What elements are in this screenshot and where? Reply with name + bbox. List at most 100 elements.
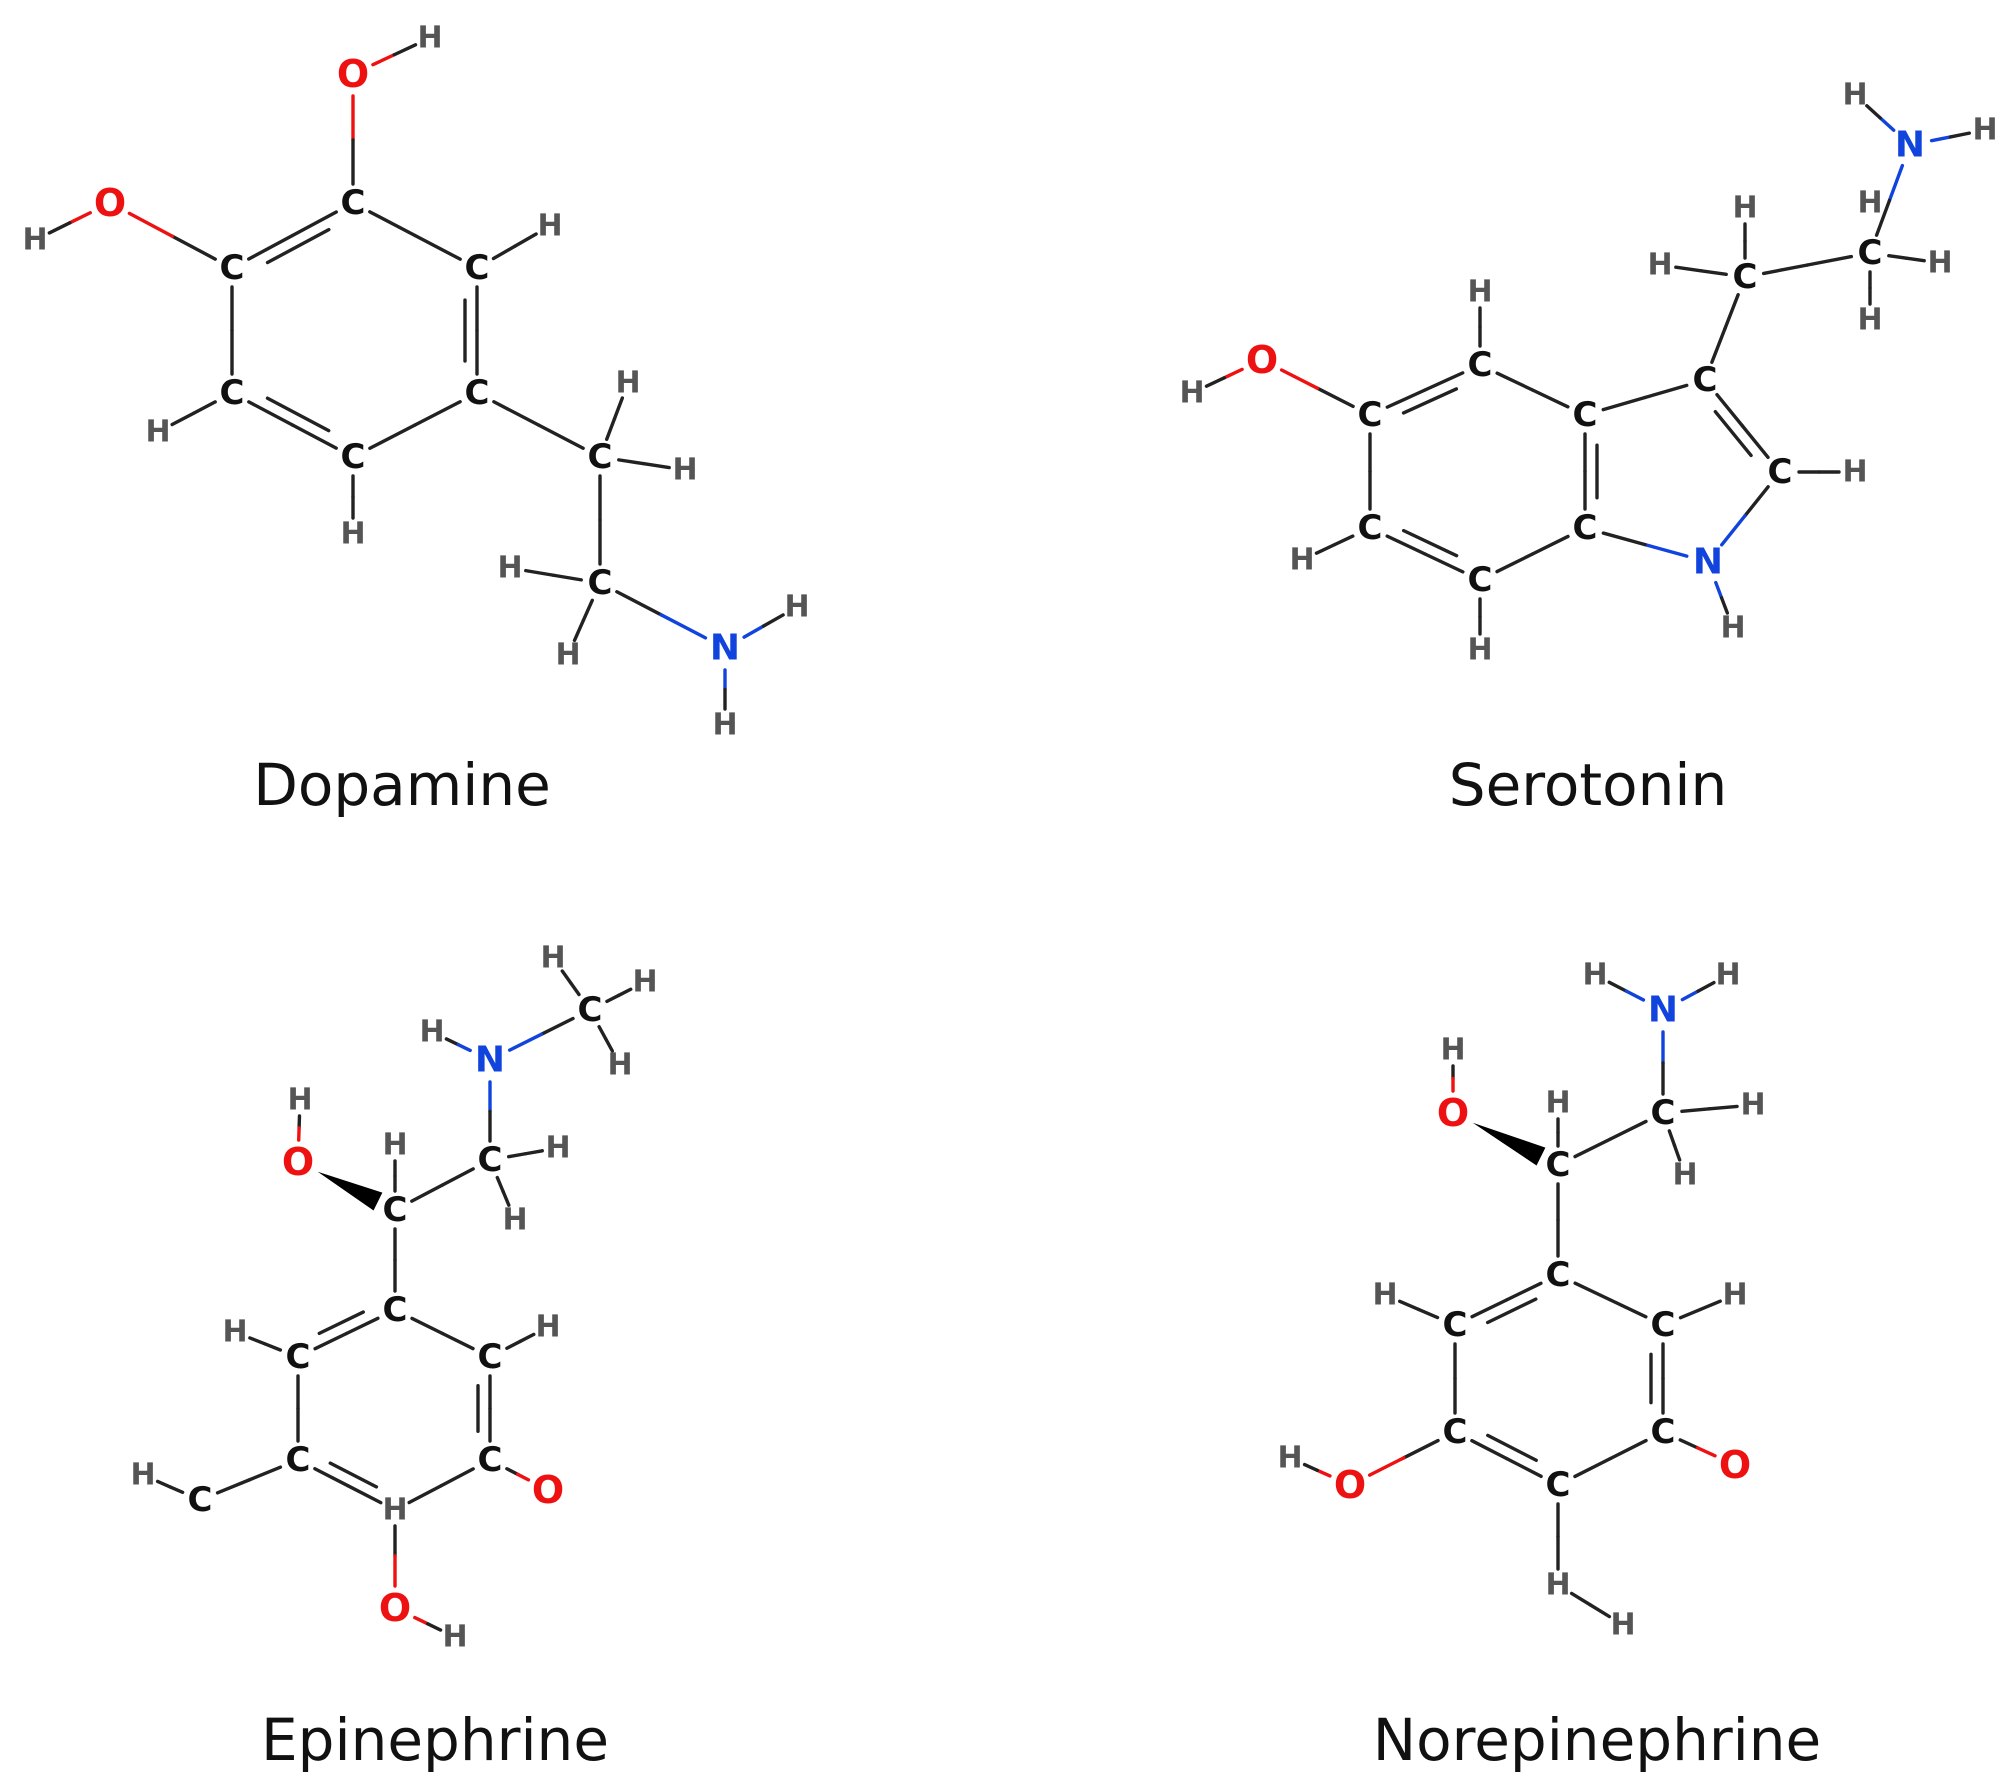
epinephrine-atom-h: H (222, 1315, 247, 1350)
epinephrine-atom-c: C (383, 1290, 408, 1330)
norepinephrine-atom-o: O (1437, 1091, 1469, 1135)
serotonin-atom-c: C (1468, 345, 1493, 385)
dopamine-bond (513, 232, 538, 248)
dopamine-bond (413, 400, 462, 427)
dopamine-bond (581, 598, 594, 623)
serotonin-atom-h: H (1179, 376, 1204, 411)
epinephrine-atom-h: H (545, 1131, 570, 1166)
norepinephrine-bond (1302, 1462, 1319, 1472)
epinephrine-atom-h: H (502, 1203, 527, 1238)
dopamine-atom-h: H (145, 415, 170, 450)
epinephrine-bond (523, 1149, 544, 1156)
serotonin-bond (1874, 198, 1892, 237)
dopamine-bond (615, 590, 663, 617)
serotonin-atom-h: H (1732, 191, 1757, 226)
serotonin-bond (1743, 485, 1770, 518)
norepinephrine-atom-n: N (1648, 990, 1678, 1031)
norepinephrine-atom-c: C (1546, 1255, 1571, 1295)
serotonin-bond (1878, 116, 1896, 132)
serotonin-bond (1530, 388, 1570, 409)
dopamine-atom-c: C (465, 248, 490, 288)
norepinephrine-bond (1573, 1281, 1613, 1302)
serotonin-bond (1423, 371, 1465, 392)
norepinephrine-atom-h: H (1277, 1441, 1302, 1476)
serotonin-atom-h: H (1842, 455, 1867, 490)
epinephrine-bond (507, 1152, 528, 1159)
serotonin-bond (1929, 135, 1953, 143)
serotonin-atom-h: H (1720, 611, 1745, 646)
dopamine-bond (127, 211, 175, 238)
serotonin-bond (1887, 163, 1905, 203)
dopamine-bond (742, 624, 766, 639)
dopamine-atom-h: H (615, 366, 640, 401)
dopamine-bond (605, 416, 617, 441)
epinephrine-bond (568, 981, 581, 997)
dopamine-bond (551, 573, 583, 582)
norepinephrine-atom-h: H (1672, 1158, 1697, 1193)
norepinephrine-atom-h: H (1582, 958, 1607, 993)
dopamine-atom-c: C (341, 183, 366, 223)
dopamine-bond (492, 400, 541, 427)
norepinephrine-bond (1624, 989, 1646, 1002)
dopamine-bond (170, 411, 196, 427)
dopamine-bond (368, 423, 417, 450)
dopamine-bond (290, 210, 338, 238)
dopamine-atom-h: H (537, 209, 562, 244)
epinephrine-bond (515, 1472, 531, 1482)
dopamine-bond (290, 423, 338, 450)
serotonin-atom-c: C (1858, 233, 1883, 273)
norepinephrine-bond (1569, 1591, 1593, 1607)
serotonin-bond (1495, 371, 1535, 392)
dopamine-atom-c: C (220, 248, 245, 288)
serotonin-atom-c: C (1358, 508, 1383, 548)
norepinephrine-atom-c: C (1651, 1093, 1676, 1133)
epinephrine-bond (495, 1175, 505, 1194)
serotonin-bond (1865, 104, 1882, 120)
dopamine-bond (170, 234, 217, 261)
norepinephrine-atom-h: H (1715, 958, 1740, 993)
serotonin-bond (1720, 514, 1747, 547)
dopamine-atom-o: O (337, 52, 369, 96)
epinephrine-atom-c: C (286, 1440, 311, 1480)
serotonin-atom-c: C (1358, 395, 1383, 435)
serotonin-bond (1315, 386, 1355, 409)
norepinephrine-bond (1680, 989, 1700, 1002)
serotonin-bond (1332, 534, 1355, 547)
serotonin-bond (1715, 393, 1745, 428)
serotonin-bond (1710, 326, 1727, 364)
norepinephrine-bond (1367, 1456, 1406, 1477)
serotonin-atom-h: H (1467, 275, 1492, 310)
norepinephrine-bond (1504, 1281, 1543, 1302)
norepinephrine-atom-h: H (1545, 1568, 1570, 1603)
norepinephrine-bond (1678, 1307, 1703, 1320)
norepinephrine-bond (1402, 1438, 1440, 1460)
epinephrine-bond (263, 1342, 283, 1352)
epinephrine-bond (456, 1042, 472, 1053)
norepinephrine-bond (1698, 1299, 1722, 1312)
serotonin-atom-c: C (1573, 395, 1598, 435)
norepinephrine-atom-c: C (1651, 1412, 1676, 1452)
serotonin-atom-n: N (1693, 542, 1723, 583)
epinephrine-bond (444, 1037, 460, 1047)
dopamine-atom-h: H (417, 21, 442, 56)
norepinephrine-atom-c: C (1546, 1465, 1571, 1505)
serotonin-double-bond-line (1401, 387, 1459, 415)
epinephrine-atom-h: H (287, 1083, 312, 1118)
norepinephrine-bond (1695, 1446, 1717, 1458)
epinephrine-bond (247, 1465, 283, 1482)
dopamine-atom-h: H (497, 551, 522, 586)
epinephrine-atom-h: H (382, 1493, 407, 1528)
serotonin-bond (1314, 542, 1337, 555)
serotonin-double-bond-line (1713, 409, 1753, 458)
dopamine-bond (491, 244, 517, 261)
serotonin-atom-c: C (1468, 560, 1493, 600)
dopamine-atom-h: H (712, 708, 737, 743)
serotonin-bond (1674, 265, 1703, 273)
epinephrine-bond (501, 1189, 511, 1207)
serotonin-atom-c: C (1573, 508, 1598, 548)
epinephrine-atom-h: H (535, 1310, 560, 1345)
epinephrine-atom-o: O (532, 1468, 564, 1512)
dopamine-bond (47, 221, 72, 235)
